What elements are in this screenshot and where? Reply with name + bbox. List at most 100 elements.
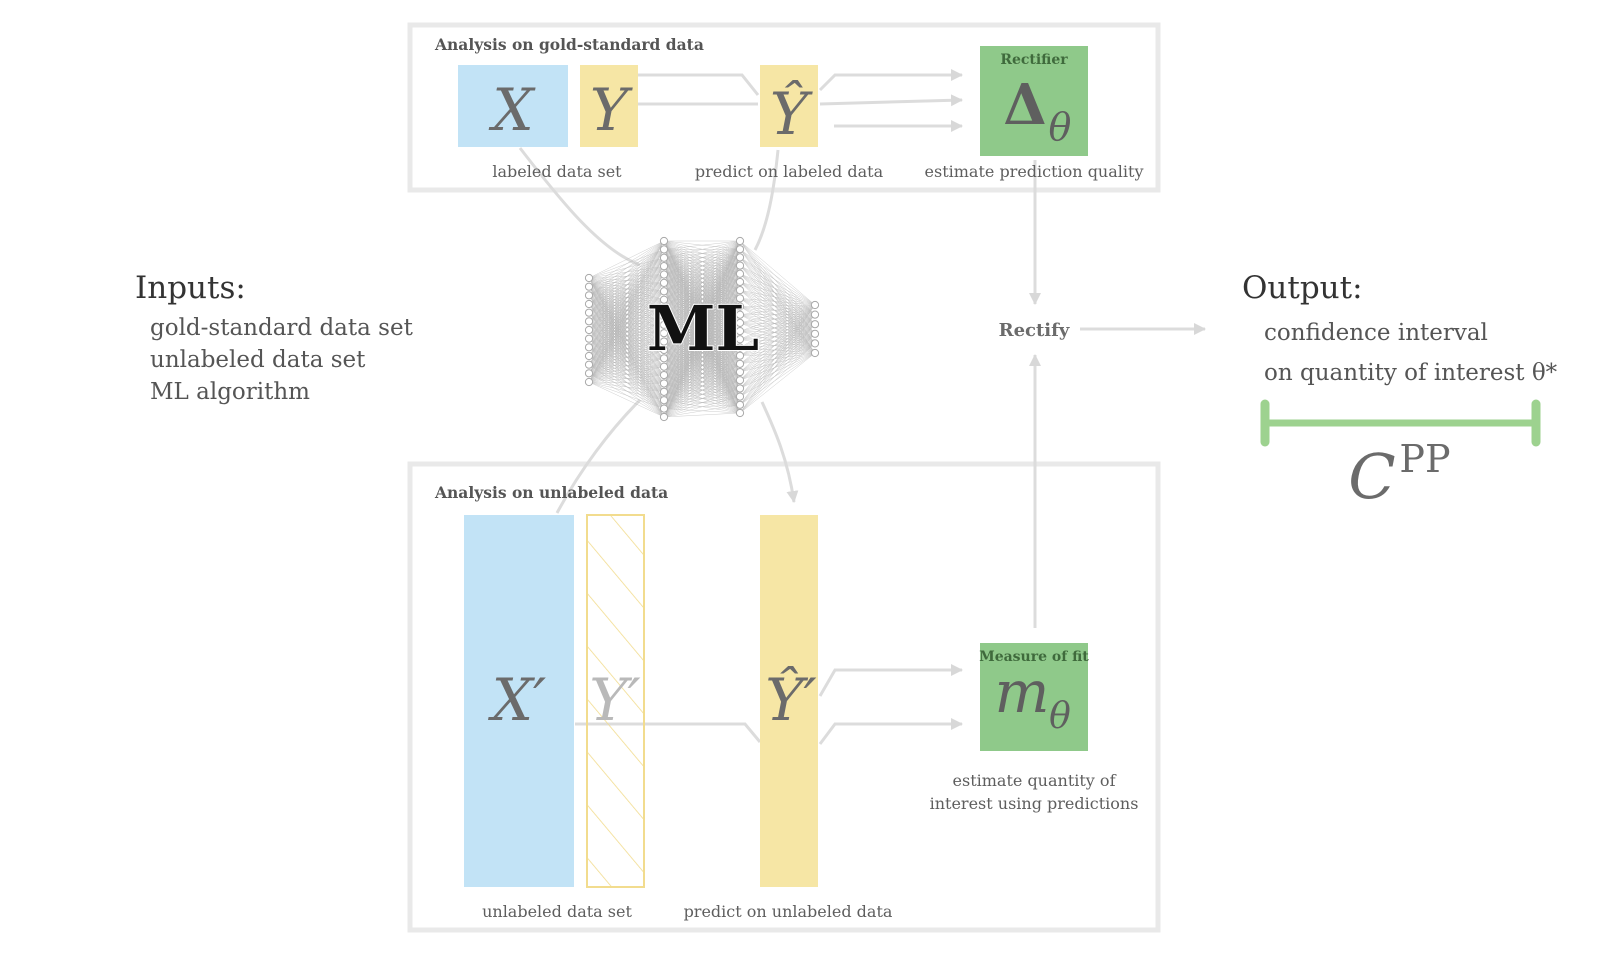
- network-node: [584, 377, 594, 387]
- network-edge: [739, 343, 816, 397]
- network-node: [735, 245, 745, 254]
- network-edge: [588, 240, 665, 365]
- network-edge: [739, 324, 816, 381]
- network-node: [659, 236, 669, 246]
- network-node: [659, 287, 669, 296]
- network-node: [659, 329, 669, 338]
- network-node: [735, 343, 745, 352]
- output-line-2: on quantity of interest θ*: [1264, 360, 1558, 386]
- network-node: [659, 362, 669, 371]
- ci-superscript: PP: [1399, 437, 1450, 481]
- network-edge: [663, 330, 741, 418]
- network-edge: [739, 352, 816, 389]
- network-edge: [588, 333, 665, 383]
- network-edge: [588, 381, 665, 418]
- network-node: [584, 308, 594, 317]
- network-node: [659, 387, 669, 396]
- network-edge: [663, 257, 741, 418]
- rectifier-symbol: Δ: [1003, 72, 1046, 138]
- network-edge: [739, 314, 816, 381]
- network-edge: [663, 240, 741, 258]
- network-edge: [739, 304, 816, 324]
- network-edge: [588, 299, 665, 383]
- network-edge: [663, 355, 741, 418]
- network-edge: [739, 314, 816, 405]
- network-edge: [663, 290, 741, 418]
- network-edge: [739, 333, 816, 381]
- network-edge: [588, 381, 665, 401]
- network-edge: [588, 240, 665, 348]
- network-edge: [663, 240, 741, 284]
- confidence-interval-bar: [1260, 399, 1541, 447]
- network-node: [659, 312, 669, 321]
- network-node: [659, 396, 669, 405]
- caption-labeled-data-set: labeled data set: [492, 162, 622, 181]
- network-edge: [663, 281, 741, 418]
- network-node: [810, 310, 820, 319]
- network-node: [735, 302, 745, 311]
- caption-estimate-interest-line1: estimate quantity of: [953, 771, 1117, 790]
- unlabeled-x-block: [464, 515, 574, 887]
- network-edge: [739, 352, 816, 381]
- network-node: [735, 310, 745, 319]
- network-node: [659, 412, 669, 422]
- network-edge: [739, 352, 816, 414]
- network-edge: [739, 304, 816, 315]
- network-edge: [739, 289, 816, 306]
- network-edge: [588, 240, 665, 279]
- inputs-heading: Inputs:: [135, 270, 246, 306]
- rectifier-subscript: θ: [1049, 105, 1072, 149]
- network-edge: [588, 366, 665, 383]
- network-edge: [739, 304, 816, 397]
- network-edge: [663, 240, 741, 367]
- network-edge: [588, 358, 665, 383]
- network-edge: [588, 257, 665, 383]
- network-edge: [588, 381, 665, 384]
- network-node: [584, 351, 594, 361]
- network-edge: [739, 304, 816, 365]
- network-edge: [588, 381, 665, 393]
- network-node: [659, 404, 669, 413]
- network-edge: [663, 240, 741, 250]
- measure-of-fit-subscript: θ: [1049, 696, 1071, 737]
- network-node: [735, 294, 745, 303]
- network-edge: [588, 381, 665, 409]
- network-edge: [663, 240, 741, 292]
- network-edge: [739, 333, 816, 389]
- network-node: [735, 253, 745, 262]
- caption-unlabeled-data-set: unlabeled data set: [482, 902, 632, 921]
- measure-of-fit-block: [980, 643, 1088, 751]
- network-node: [735, 408, 745, 418]
- input-item-ml-algorithm: ML algorithm: [150, 379, 310, 405]
- network-edge: [663, 240, 741, 300]
- network-node: [735, 392, 745, 401]
- network-edge: [739, 249, 816, 306]
- network-node: [659, 370, 669, 380]
- network-edge: [663, 412, 741, 418]
- network-node: [810, 348, 820, 358]
- network-edge: [663, 240, 741, 351]
- network-edge: [663, 273, 741, 418]
- network-node: [659, 345, 669, 355]
- network-edge: [588, 249, 665, 383]
- network-edge: [739, 343, 816, 373]
- unlabeled-panel: [407, 461, 1161, 933]
- network-edge: [739, 324, 816, 389]
- network-edge: [588, 240, 665, 305]
- network-edge: [588, 266, 665, 383]
- network-edge: [739, 314, 816, 414]
- gold-standard-panel: [407, 22, 1161, 193]
- rectifier-block: [980, 46, 1088, 156]
- network-edge: [739, 304, 816, 307]
- network-node: [584, 334, 594, 343]
- network-edge: [739, 304, 816, 340]
- network-edge: [739, 352, 816, 373]
- ci-symbol: C: [1348, 440, 1395, 513]
- caption-predict-labeled: predict on labeled data: [695, 162, 884, 181]
- network-edge: [588, 240, 665, 383]
- labeled-x-block: [458, 65, 568, 147]
- network-node: [735, 326, 745, 336]
- caption-estimate-interest-line2: interest using predictions: [930, 794, 1139, 813]
- unlabeled-y-symbol: Y′: [589, 666, 640, 734]
- network-edge: [663, 240, 741, 334]
